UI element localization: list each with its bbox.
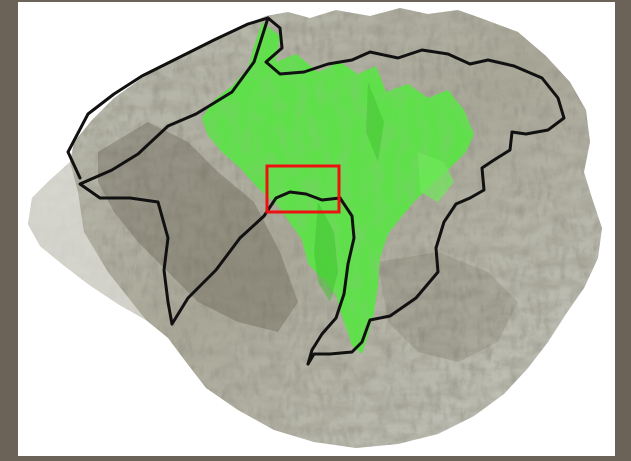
boundary-inner-west [170, 190, 342, 326]
green-valley-east [418, 152, 454, 202]
green-ridge-center [366, 82, 384, 162]
boundary-west [78, 16, 270, 326]
western-ridges [98, 122, 298, 332]
map-canvas [28, 8, 602, 448]
green-valley-west [314, 202, 338, 302]
map-panel [18, 2, 615, 456]
southern-slopes [378, 252, 518, 362]
highlight-rectangle[interactable] [265, 164, 341, 214]
boundary [66, 16, 566, 366]
boundary-north [264, 16, 566, 136]
boundary-east [306, 130, 514, 366]
boundary-center-south [306, 196, 356, 366]
western-coastal-plain [28, 162, 146, 320]
boundary-northwest-ridge [66, 16, 270, 180]
